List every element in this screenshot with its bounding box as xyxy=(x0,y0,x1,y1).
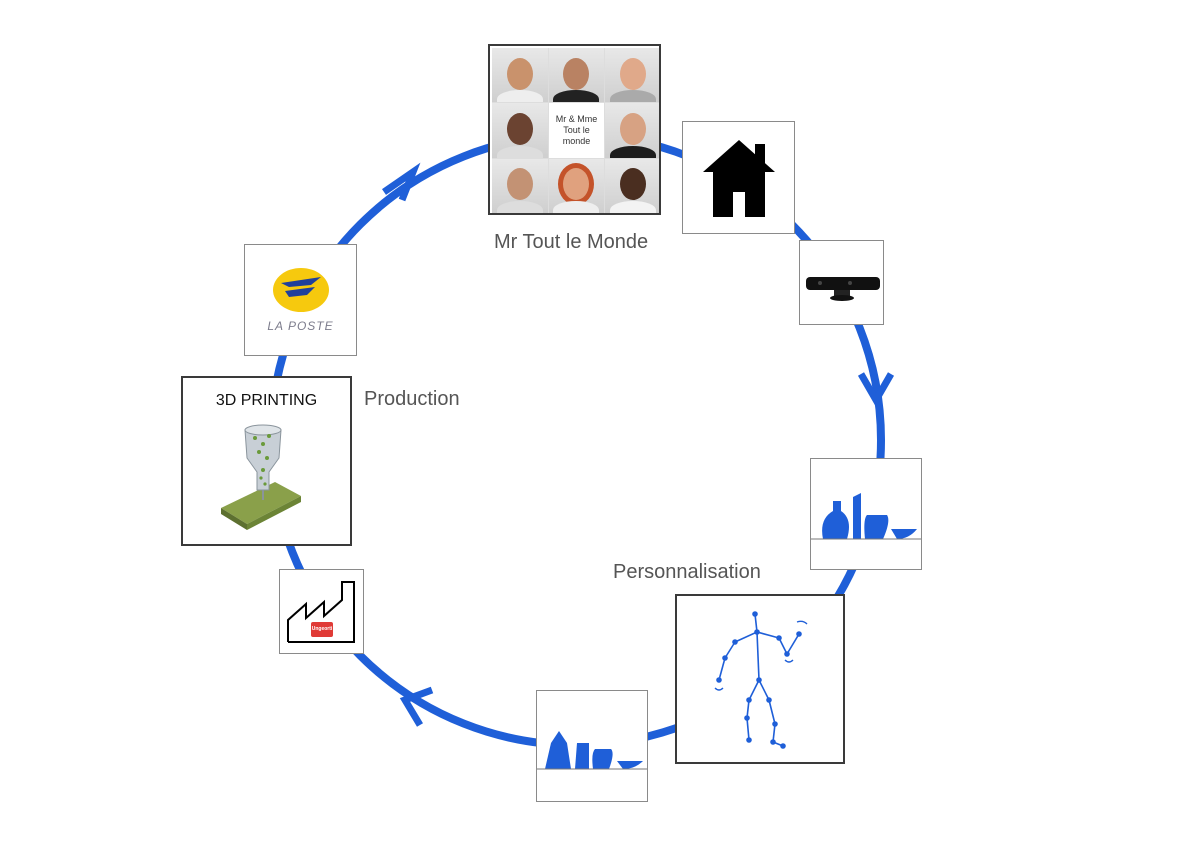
vase-shapes-2-node xyxy=(536,690,648,802)
la-poste-node: LA POSTE xyxy=(244,244,357,356)
portrait-photo xyxy=(548,158,605,213)
portrait-photo xyxy=(605,48,659,103)
kinect-node xyxy=(799,240,884,325)
arrow-top-left xyxy=(382,162,421,202)
production-label: Production xyxy=(364,388,460,410)
house-icon xyxy=(703,140,775,217)
la-poste-text: LA POSTE xyxy=(267,319,334,333)
portrait-photo xyxy=(605,103,659,158)
la-poste-logo-icon xyxy=(273,268,329,312)
vase-shapes-icon xyxy=(537,731,647,770)
kinect-sensor-icon xyxy=(806,277,880,301)
factory-node: Ungeorti xyxy=(279,569,364,654)
portrait-photo xyxy=(605,158,659,213)
vase-shapes-node xyxy=(810,458,922,570)
3d-printer-icon xyxy=(221,424,301,530)
3d-printing-node: 3D PRINTING xyxy=(181,376,352,546)
arrow-bottom-left xyxy=(399,686,434,727)
top-caption: Mr Tout le Monde xyxy=(494,231,649,253)
portrait-photo xyxy=(492,48,548,103)
vase-shapes-icon xyxy=(811,493,921,540)
3d-printing-title: 3D PRINTING xyxy=(215,392,318,409)
skeleton-figure xyxy=(714,611,808,749)
factory-badge-text: Ungeorti xyxy=(311,626,333,632)
portrait-photo xyxy=(492,103,548,158)
house-node xyxy=(682,121,795,234)
portrait-grid: Mr & Mme Tout le monde xyxy=(492,48,659,213)
portrait-photo xyxy=(548,48,605,103)
arrow-right xyxy=(857,372,895,408)
portrait-grid-node: Mr & Mme Tout le monde xyxy=(488,44,661,215)
center-caption: Mr & Mme Tout le monde xyxy=(548,103,605,158)
personnalisation-label: Personnalisation xyxy=(613,561,761,583)
factory-icon xyxy=(287,581,355,643)
portrait-photo xyxy=(492,158,548,213)
skeleton-node xyxy=(675,594,845,764)
factory-badge: Ungeorti xyxy=(311,622,333,637)
